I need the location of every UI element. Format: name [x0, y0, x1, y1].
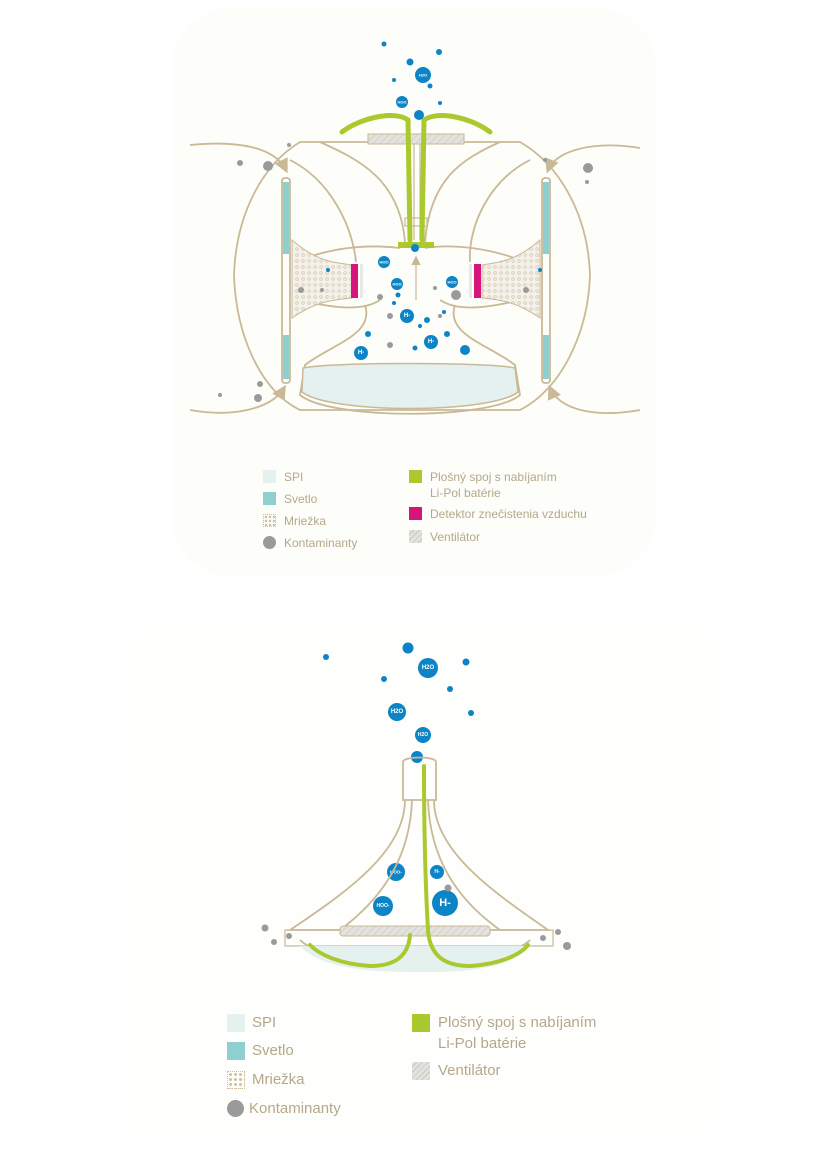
pcb-top-left	[339, 113, 413, 243]
outer-housing	[233, 141, 591, 411]
svg-text:HOO-: HOO-	[376, 903, 389, 909]
ion-hoo-a-b	[387, 863, 405, 881]
light-strip-left-bottom	[283, 335, 289, 379]
legend-item-contaminants: Kontaminanty	[263, 536, 357, 550]
ion-h-big-b	[432, 890, 458, 916]
fan-swatch	[409, 530, 422, 543]
mesh-filter-right	[481, 238, 541, 319]
svg-text:H-: H-	[358, 350, 364, 356]
legend-label-contaminants: Kontaminanty	[284, 536, 358, 550]
pcb-swatch	[409, 470, 422, 483]
bottom-panel-background	[120, 622, 720, 1142]
contaminant-swatch	[263, 536, 276, 549]
svg-text:H2O: H2O	[419, 73, 427, 78]
ion-hoo-left	[378, 256, 390, 268]
legend-item-fan: Ventilátor	[409, 530, 480, 544]
legend-item-light: Svetlo	[263, 492, 317, 506]
legend-label-pcb-line2: Li-Pol batérie	[430, 486, 501, 500]
pcb-top-right	[419, 113, 493, 243]
light-strip-left-top	[283, 182, 289, 254]
legend-label-fan: Ventilátor	[430, 530, 481, 544]
top-contaminants	[218, 143, 593, 402]
legend-b-item-contaminants: Kontaminanty	[227, 1100, 341, 1117]
bottom-diagram: H2O H2O H2O HOO- HOO- H- H-	[261, 642, 571, 972]
legend-b-label-pcb-line1: Plošný spoj s nabíjaním	[438, 1014, 597, 1031]
pcb-swatch-b	[412, 1014, 430, 1032]
legend-b-label-mesh: Mriežka	[252, 1071, 305, 1088]
legend-b-label-spi: SPI	[252, 1014, 277, 1031]
bottom-pcb	[422, 764, 530, 969]
legend-b-item-spi: SPI	[227, 1014, 276, 1032]
ion-h-left	[354, 346, 368, 360]
legend-b-label-contaminants: Kontaminanty	[249, 1100, 341, 1117]
legend-b-label-pcb-line2: Li-Pol batérie	[438, 1035, 527, 1052]
ion-h-right	[424, 335, 438, 349]
legend-item-spi: SPI	[263, 470, 303, 484]
svg-text:H2O: H2O	[418, 732, 428, 738]
ion-h2o-top-b	[418, 658, 438, 678]
legend-item-detector: Detektor znečistenia vzduchu	[409, 507, 587, 521]
svg-text:H-: H-	[434, 869, 440, 875]
spi-swatch	[263, 470, 276, 483]
mesh-swatch-b	[227, 1071, 245, 1089]
air-detector-left	[351, 264, 358, 298]
top-ions	[326, 41, 542, 360]
ion-hoo-top	[396, 96, 408, 108]
ion-h2o-low-b	[415, 727, 431, 743]
legend-label-pcb: Plošný spoj s nabíjaním Li-Pol batérie	[430, 470, 557, 500]
light-swatch	[263, 492, 276, 505]
light-strip-right-top	[543, 182, 549, 254]
spi-swatch-b	[227, 1014, 245, 1032]
svg-text:HOO: HOO	[397, 100, 406, 105]
legend-label-spi: SPI	[284, 470, 304, 484]
ion-hoo-mid	[391, 278, 403, 290]
legend-b-item-fan: Ventilátor	[412, 1062, 501, 1080]
legend-b-label-pcb: Plošný spoj s nabíjaním Li-Pol batérie	[438, 1014, 596, 1052]
legend-label-pcb-line1: Plošný spoj s nabíjaním	[430, 470, 557, 484]
svg-text:H2O: H2O	[422, 665, 435, 671]
ion-h2o-mid-b	[388, 703, 406, 721]
legend-b-item-light: Svetlo	[227, 1042, 294, 1060]
svg-text:HOO: HOO	[379, 260, 388, 265]
mesh-swatch	[263, 514, 276, 527]
legend-b-item-mesh: Mriežka	[227, 1071, 305, 1089]
ion-h2o-top	[415, 67, 431, 83]
left-side-panel	[281, 177, 291, 384]
legend-b-label-light: Svetlo	[252, 1042, 294, 1059]
legend-label-mesh: Mriežka	[284, 514, 327, 528]
top-fan	[367, 133, 465, 145]
svg-text:H2O: H2O	[391, 709, 404, 715]
legend-label-light: Svetlo	[284, 492, 318, 506]
legend-item-pcb: Plošný spoj s nabíjaním Li-Pol batérie	[409, 470, 557, 500]
legend-item-mesh: Mriežka	[263, 514, 326, 528]
bottom-fan	[339, 925, 491, 937]
svg-text:HOO: HOO	[392, 282, 401, 287]
legend-label-detector: Detektor znečistenia vzduchu	[430, 507, 587, 521]
svg-text:H-: H-	[428, 339, 434, 345]
fan-swatch-b	[412, 1062, 430, 1080]
svg-text:HOO: HOO	[447, 280, 456, 285]
svg-text:H-: H-	[404, 313, 410, 319]
detector-swatch	[409, 507, 422, 520]
legend-b-label-fan: Ventilátor	[438, 1062, 501, 1079]
ion-h-center	[400, 309, 414, 323]
ion-hoo-right	[446, 276, 458, 288]
contaminant-swatch-b	[227, 1100, 244, 1117]
light-swatch-b	[227, 1042, 245, 1060]
right-side-panel	[541, 177, 551, 384]
water-flask	[299, 304, 521, 415]
legend-b-item-pcb: Plošný spoj s nabíjaním Li-Pol batérie	[412, 1014, 596, 1052]
bottom-neck	[402, 756, 437, 801]
air-detector-right	[474, 264, 481, 298]
svg-text:H-: H-	[439, 897, 451, 909]
spi-water-fill	[301, 362, 519, 410]
svg-text:HOO-: HOO-	[390, 870, 402, 875]
top-ion-labels: H2O HOO HOO HOO HOO H- H- H-	[358, 73, 457, 357]
ion-hoo-b-b	[373, 896, 393, 916]
light-strip-right-bottom	[543, 335, 549, 379]
ion-h-small-b	[430, 865, 444, 879]
